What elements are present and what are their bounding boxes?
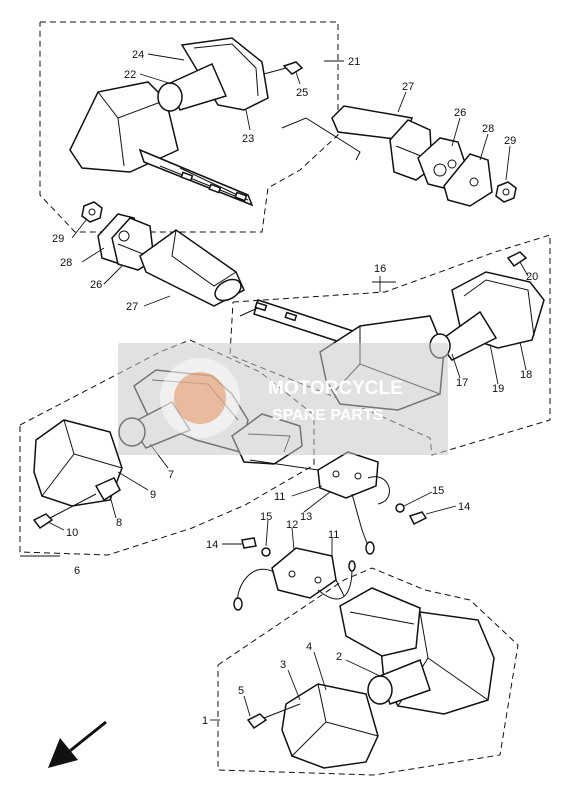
front-left-turn-signal-assembly — [69, 37, 304, 207]
callout-14: 14 — [206, 539, 218, 551]
callout-3: 3 — [280, 659, 286, 671]
callout-numbers: 24 22 21 25 23 27 26 28 29 29 28 26 27 1… — [52, 49, 538, 727]
callout-16: 16 — [374, 263, 386, 275]
callout-14: 14 — [458, 501, 470, 513]
direction-arrow-icon — [48, 720, 107, 768]
callout-18: 18 — [520, 369, 532, 381]
callout-21: 21 — [348, 56, 360, 68]
callout-11: 11 — [274, 491, 285, 503]
callout-26: 26 — [90, 279, 102, 291]
callout-4: 4 — [306, 641, 312, 653]
callout-17: 17 — [456, 377, 468, 389]
leader-lines — [20, 53, 529, 721]
upper-right-mount-arm — [281, 105, 517, 207]
callout-22: 22 — [124, 69, 136, 81]
callout-1: 1 — [202, 715, 208, 727]
watermark: MOTORCYCLE SPARE PARTS — [118, 343, 448, 455]
callout-23: 23 — [242, 133, 254, 145]
callout-13: 13 — [300, 511, 312, 523]
middle-left-mount-arm — [81, 201, 245, 307]
callout-27: 27 — [126, 301, 138, 313]
callout-28: 28 — [482, 123, 494, 135]
callout-25: 25 — [296, 87, 308, 99]
callout-29: 29 — [504, 135, 516, 147]
callout-24: 24 — [132, 49, 144, 61]
callout-20: 20 — [526, 271, 538, 283]
watermark-line2: SPARE PARTS — [272, 407, 384, 424]
callout-10: 10 — [66, 527, 78, 539]
callout-7: 7 — [168, 469, 174, 481]
watermark-line1: MOTORCYCLE — [268, 378, 403, 399]
callout-8: 8 — [116, 517, 122, 529]
callout-19: 19 — [492, 383, 504, 395]
callout-26: 26 — [454, 107, 466, 119]
callout-9: 9 — [150, 489, 156, 501]
callout-2: 2 — [336, 651, 342, 663]
center-wiring-brackets — [233, 451, 428, 611]
callout-29: 29 — [52, 233, 64, 245]
callout-11: 11 — [328, 529, 339, 541]
callout-15: 15 — [260, 511, 272, 523]
callout-5: 5 — [238, 685, 244, 697]
callout-6: 6 — [74, 565, 80, 577]
callout-12: 12 — [286, 519, 298, 531]
callout-27: 27 — [402, 81, 414, 93]
front-right-turn-signal-assembly — [246, 587, 495, 769]
callout-15: 15 — [432, 485, 444, 497]
callout-28: 28 — [60, 257, 72, 269]
